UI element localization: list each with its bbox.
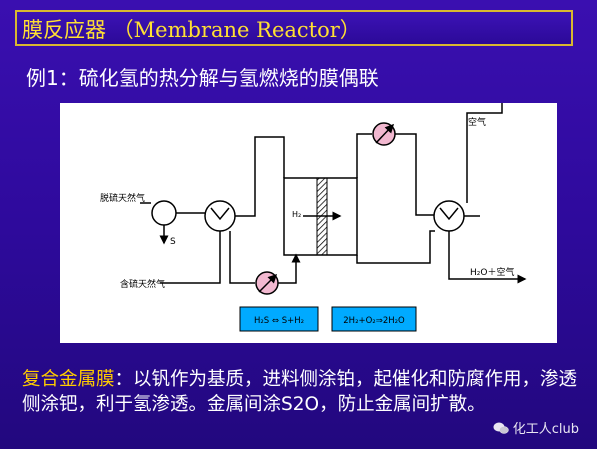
label-reaction-1: H₂S ⇔ S+H₂: [254, 316, 304, 326]
watermark-text: 化工人club: [512, 422, 579, 437]
top-exchanger-arrow: [375, 123, 395, 144]
right-hx-coil: [439, 207, 459, 221]
title-box: [15, 10, 573, 46]
line-hx-bottom: [229, 231, 255, 284]
separator-vessel: [151, 200, 177, 226]
highlight-term: 复合金属膜: [22, 369, 115, 390]
label-sour-gas: 含硫天然气: [120, 278, 165, 290]
page-title: 膜反应器 （Membrane Reactor）: [22, 18, 361, 42]
label-h2: H₂: [292, 210, 301, 219]
process-flow-svg: 脱硫天然气 S 含硫天然气 H₂ 空气 H₂O＋空气 H₂S ⇔ S+H₂ 2H…: [100, 103, 527, 332]
watermark: 化工人club: [493, 418, 579, 437]
label-sweet-gas: 脱硫天然气: [100, 192, 145, 204]
air-inlet-line: [466, 103, 503, 203]
label-air: 空气: [468, 116, 486, 128]
line-to-reactor-bottom: [278, 253, 301, 284]
description-body: ：以钒作为基质，进料侧涂铂，起催化和防腐作用，渗透侧涂钯，利于氢渗透。金属间涂S…: [22, 369, 578, 415]
left-hx-coil: [210, 207, 230, 221]
reaction-box-1: [239, 306, 319, 332]
wechat-icon: [493, 422, 509, 434]
line-top-to-right-hx: [395, 133, 434, 216]
process-diagram: 脱硫天然气 S 含硫天然气 H₂ 空气 H₂O＋空气 H₂S ⇔ S+H₂ 2H…: [60, 103, 557, 343]
line-hx-to-reactor-top: [235, 136, 285, 217]
left-recycle-arrow: [258, 273, 278, 293]
label-sulfur: S: [170, 237, 176, 247]
label-reaction-2: 2H₂+O₂⇒2H₂O: [343, 316, 405, 326]
line-reactor-bottom-right: [356, 230, 435, 264]
example-subtitle: 例1：硫化氢的热分解与氢燃烧的膜偶联: [26, 66, 379, 90]
reaction-box-2: [331, 306, 417, 332]
product-outlet-line: [448, 231, 527, 284]
membrane-description: 复合金属膜：以钒作为基质，进料侧涂铂，起催化和防腐作用，渗透侧涂钯，利于氢渗透。…: [22, 367, 592, 417]
line-reactor-top-out: [356, 133, 372, 178]
left-heat-exchanger: [204, 200, 236, 232]
sour-feed-line: [160, 231, 221, 284]
right-heat-exchanger: [433, 200, 465, 232]
label-product: H₂O＋空气: [470, 266, 514, 278]
